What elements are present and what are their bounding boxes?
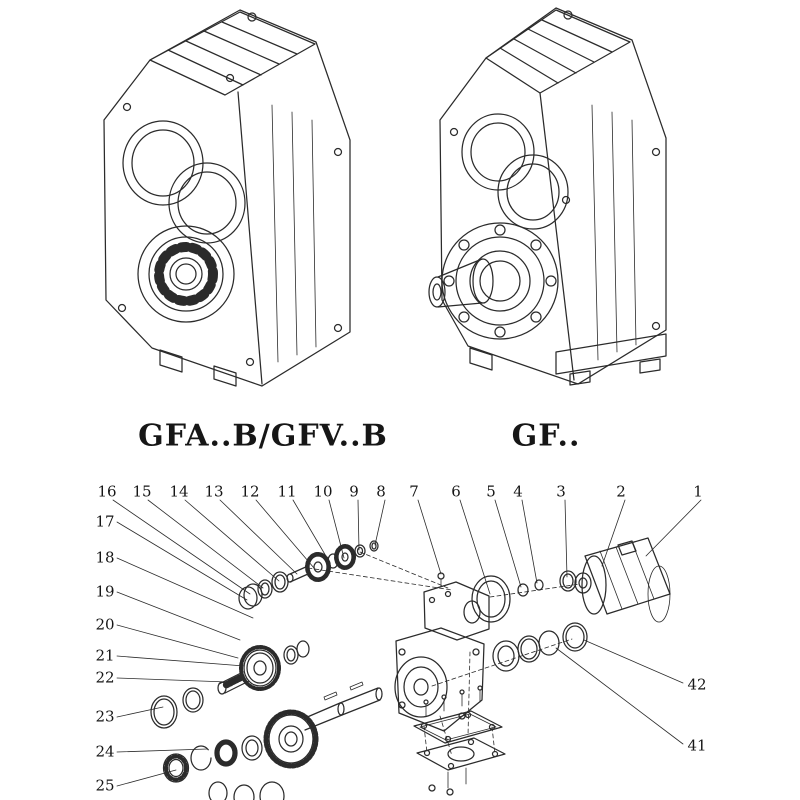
callout-11: 11 bbox=[277, 482, 297, 501]
callout-20: 20 bbox=[95, 615, 115, 634]
callout-9: 9 bbox=[349, 482, 359, 501]
intermediate-gear-parts bbox=[150, 640, 310, 729]
housing-bolts bbox=[449, 127, 661, 331]
input-shaft-parts bbox=[238, 540, 379, 610]
callout-13: 13 bbox=[204, 482, 224, 501]
output-shaft bbox=[428, 258, 494, 308]
callout-14: 14 bbox=[169, 482, 189, 501]
callout-2: 2 bbox=[616, 482, 626, 501]
lifting-eye-hole bbox=[563, 10, 573, 20]
upper-bearing-bosses bbox=[122, 120, 246, 244]
upper-bearing-bosses bbox=[461, 113, 569, 230]
mounting-feet bbox=[159, 349, 237, 387]
cooling-fins bbox=[485, 9, 631, 94]
callout-25: 25 bbox=[95, 776, 115, 795]
callout-23: 23 bbox=[95, 707, 115, 726]
callout-24: 24 bbox=[95, 742, 115, 761]
output-shaft-parts bbox=[162, 681, 383, 800]
output-side-rings bbox=[492, 622, 588, 672]
body-edge bbox=[237, 91, 263, 385]
callout-1: 1 bbox=[693, 482, 703, 501]
callout-19: 19 bbox=[95, 582, 115, 601]
callout-3: 3 bbox=[556, 482, 566, 501]
mounting-plates bbox=[413, 685, 506, 796]
callout-18: 18 bbox=[95, 548, 115, 567]
body-edge bbox=[539, 92, 575, 381]
callout-7: 7 bbox=[409, 482, 419, 501]
assembly-axis-lines bbox=[307, 551, 581, 757]
callout-41: 41 bbox=[687, 736, 707, 755]
callout-10: 10 bbox=[313, 482, 333, 501]
side-ribs bbox=[591, 104, 637, 361]
callout-16: 16 bbox=[97, 482, 117, 501]
input-side-parts bbox=[437, 570, 577, 623]
callout-6: 6 bbox=[451, 482, 461, 501]
callout-17: 17 bbox=[95, 512, 115, 531]
side-ribs bbox=[271, 104, 317, 363]
callout-5: 5 bbox=[486, 482, 496, 501]
leader-lines bbox=[112, 499, 702, 787]
callout-12: 12 bbox=[240, 482, 260, 501]
callout-4: 4 bbox=[513, 482, 523, 501]
output-bearing bbox=[137, 225, 235, 323]
callout-8: 8 bbox=[376, 482, 386, 501]
output-flange bbox=[441, 222, 559, 340]
lifting-eye-hole bbox=[247, 12, 257, 22]
callout-21: 21 bbox=[95, 646, 115, 665]
base-block bbox=[469, 333, 667, 386]
callout-42: 42 bbox=[687, 675, 707, 694]
motor-unit bbox=[574, 537, 671, 623]
gearbox-gfa-drawing bbox=[103, 9, 351, 387]
cooling-fins bbox=[149, 11, 316, 96]
gearbox-gf-drawing bbox=[428, 7, 667, 386]
callout-22: 22 bbox=[95, 668, 115, 687]
model-label-gf: GF.. bbox=[511, 418, 581, 454]
gearbox-housing bbox=[394, 581, 490, 732]
housing-bolts bbox=[117, 73, 343, 367]
callout-15: 15 bbox=[132, 482, 152, 501]
model-label-gfa: GFA..B/GFV..B bbox=[138, 418, 388, 454]
